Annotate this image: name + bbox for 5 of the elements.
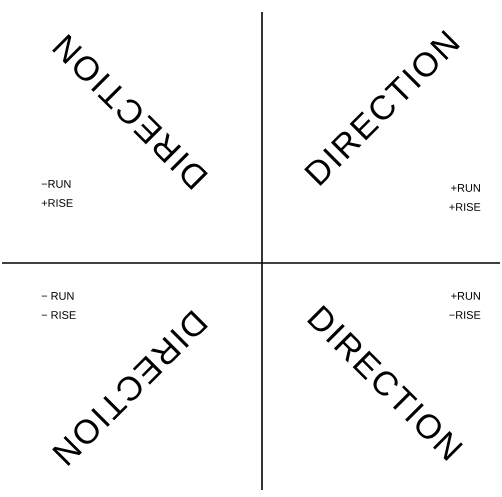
quadrant-label: − RUN [42,292,74,300]
quadrant-label: +RUN [451,292,480,300]
quadrant-label: +RISE [449,203,480,211]
quadrant-label: +RUN [451,184,480,192]
quadrant-label: +RISE [42,199,73,207]
